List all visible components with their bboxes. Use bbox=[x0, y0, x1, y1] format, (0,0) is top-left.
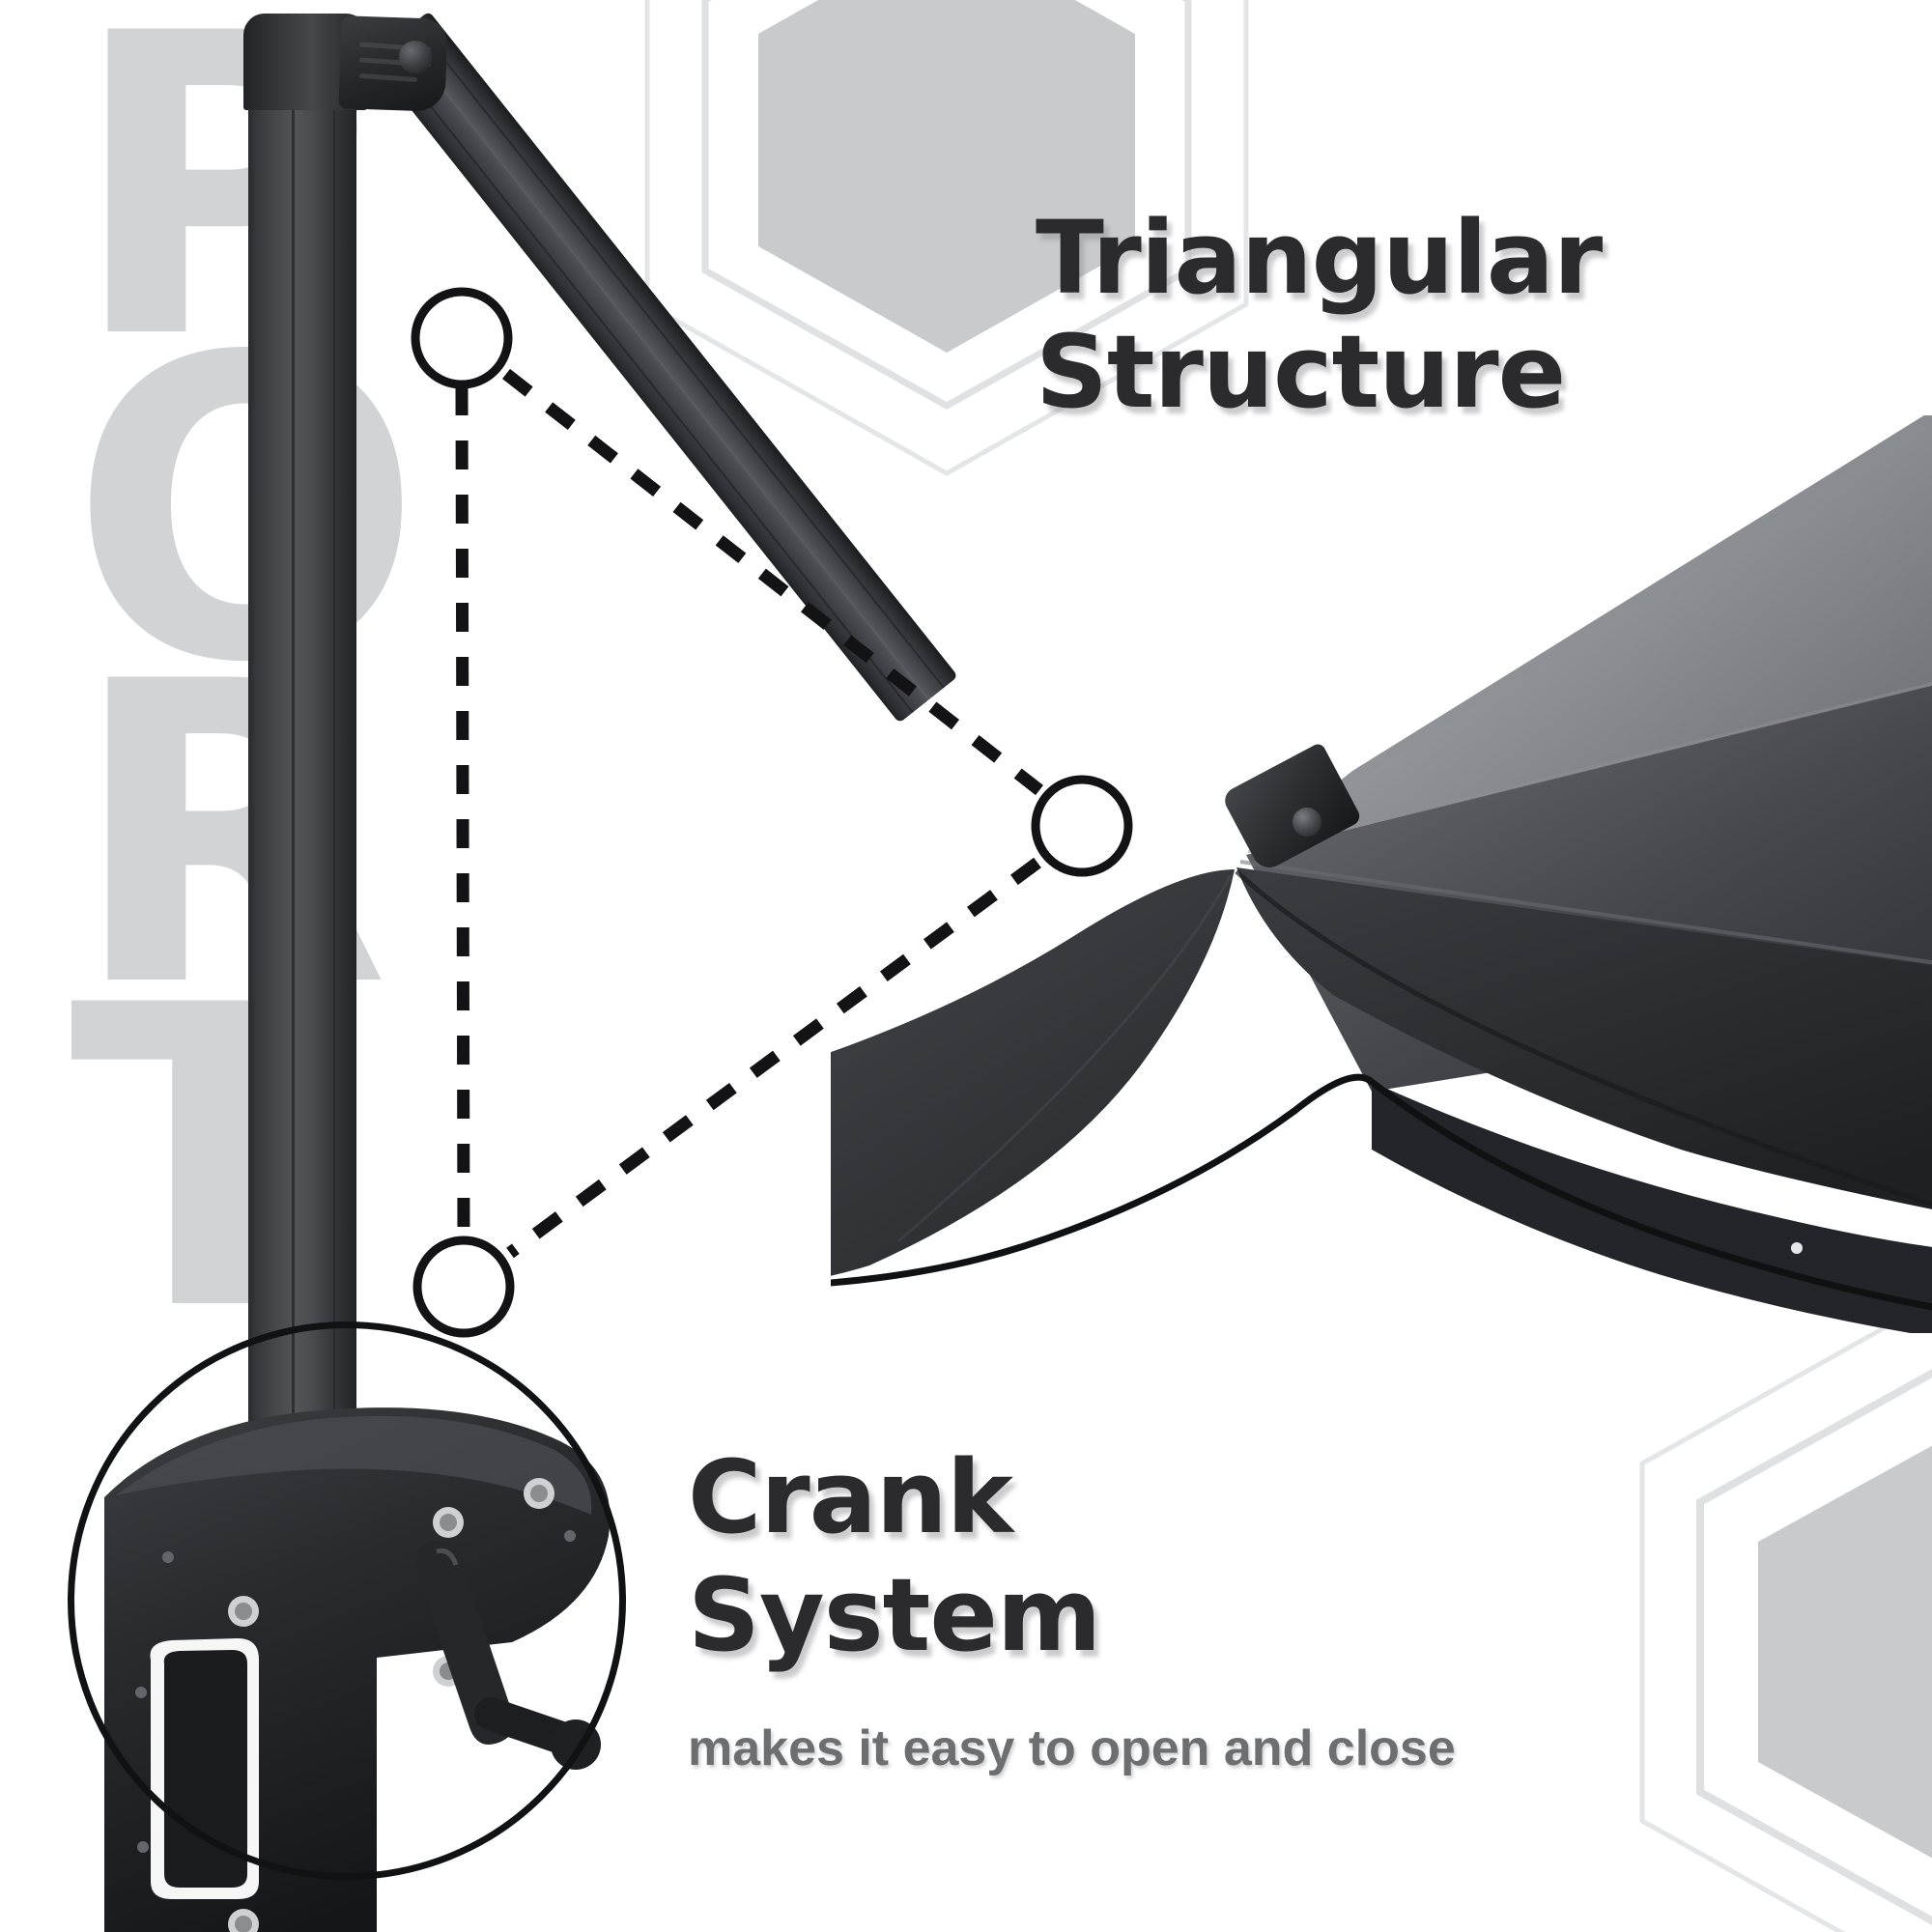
umbrella-canopy bbox=[831, 415, 1932, 1333]
canopy-bracket-bolt bbox=[1293, 808, 1321, 837]
pole-seam bbox=[292, 50, 295, 1932]
magnifier-circle-callout bbox=[68, 1321, 626, 1880]
title-line-1: Triangular bbox=[1036, 199, 1603, 317]
feature-subtitle-crank-system: makes it easy to open and close bbox=[688, 1720, 1456, 1776]
title-line-1: Crank bbox=[688, 1438, 1013, 1556]
title-line-2: System bbox=[688, 1556, 1101, 1675]
top-hub-bolt bbox=[399, 41, 432, 73]
pole-seam-secondary bbox=[333, 50, 335, 1932]
feature-title-triangular-structure: Triangular Structure bbox=[1036, 205, 1603, 432]
title-line-2: Structure bbox=[1036, 313, 1566, 432]
feature-title-crank-system: Crank System bbox=[688, 1444, 1101, 1675]
